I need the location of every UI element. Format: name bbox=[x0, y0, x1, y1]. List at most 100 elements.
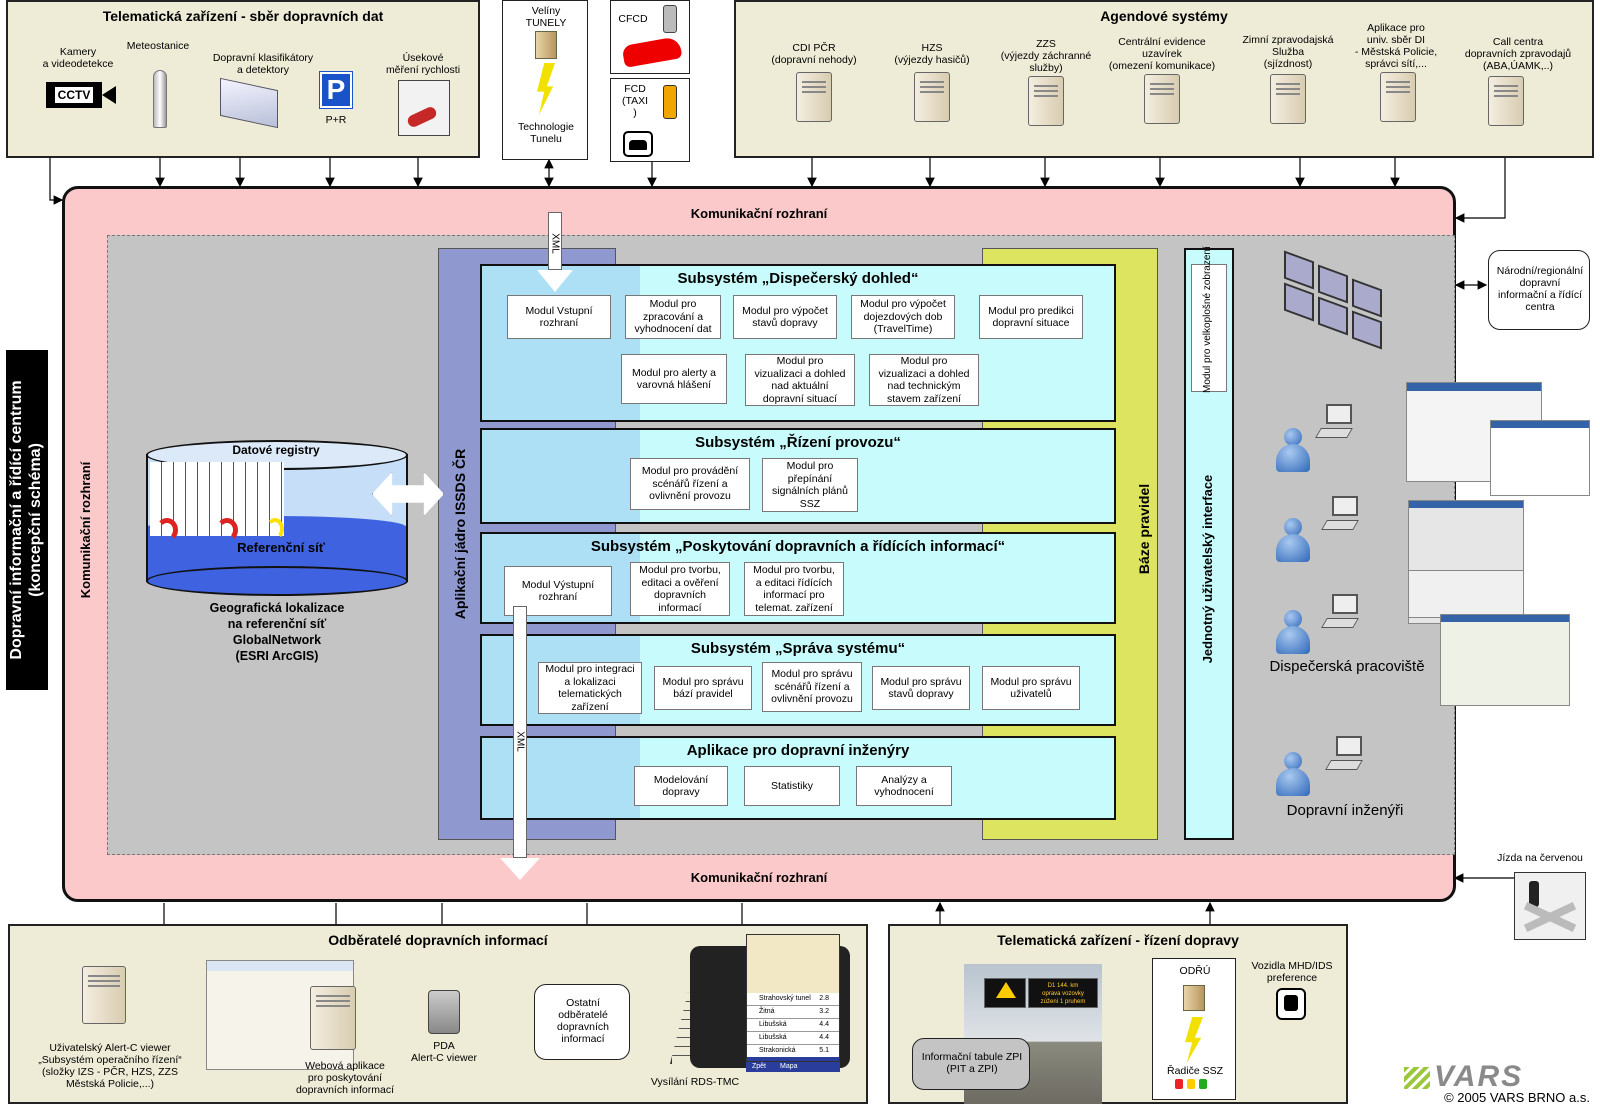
cfcd-label: CFCD bbox=[618, 13, 648, 25]
other-consumers-box: Ostatní odběratelé dopravních informací bbox=[534, 984, 630, 1060]
nav-row: Strahovský tunel 2.8 bbox=[747, 993, 839, 1006]
nav-row-name: Libušská bbox=[759, 1034, 787, 1041]
agenda-item-winter: Zimní zpravodajská Služba (sjízdnost) bbox=[1242, 34, 1334, 70]
computer-icon bbox=[1321, 496, 1360, 532]
module-statistics: Statistiky bbox=[744, 766, 840, 806]
module-rules-admin: Modul pro správu bází pravidel bbox=[654, 666, 752, 710]
nav-row: Libušská 4.4 bbox=[747, 1019, 839, 1032]
module-input-interface: Modul Vstupní rozhraní bbox=[507, 295, 611, 339]
computer-icon bbox=[1321, 594, 1360, 630]
subsystem-title: Subsystém „Poskytování dopravních a řídí… bbox=[590, 538, 1006, 555]
red-light-camera-icon bbox=[1514, 872, 1586, 940]
warning-triangle-icon bbox=[996, 982, 1016, 998]
nav-row-name: Strakonická bbox=[759, 1047, 796, 1054]
server-icon bbox=[1144, 74, 1180, 124]
control-title: Telematická zařízení - řízení dopravy bbox=[997, 932, 1239, 948]
nav-bottom-bar bbox=[747, 1057, 839, 1061]
video-wall-icon bbox=[1284, 250, 1394, 370]
server-box-icon bbox=[535, 31, 557, 59]
arrow-head bbox=[500, 858, 540, 880]
module-visualization-traffic: Modul pro vizualizaci a dohled nad aktuá… bbox=[745, 354, 855, 406]
logo-mark-icon bbox=[1404, 1067, 1430, 1090]
module-traffic-info-editing: Modul pro tvorbu, editaci a ověření dopr… bbox=[630, 562, 730, 616]
nav-row-name: Libušská bbox=[759, 1021, 787, 1028]
rules-label: Báze pravidel bbox=[1136, 483, 1152, 575]
xml-input-label: XML bbox=[549, 233, 561, 254]
signal-green bbox=[1199, 1079, 1207, 1089]
cctv-icon: CCTV bbox=[46, 82, 102, 108]
nav-back-button[interactable]: Zpět bbox=[752, 1063, 767, 1070]
module-analyses: Analýzy a vyhodnocení bbox=[856, 766, 952, 806]
geo-localization-label: Geografická lokalizace na referenční síť… bbox=[209, 601, 345, 663]
nav-map-button[interactable]: Mapa bbox=[780, 1063, 798, 1070]
module-modeling: Modelování dopravy bbox=[634, 766, 728, 806]
traffic-light-shape bbox=[1529, 881, 1539, 907]
app-core-label: Aplikační jádro ISSDS ČR bbox=[452, 448, 468, 620]
agenda-item-zzs: ZZS (výjezdy záchranné služby) bbox=[1000, 38, 1092, 74]
vms-label-box: Informační tabule ZPI (PIT a ZPI) bbox=[912, 1038, 1030, 1090]
db-bottom-ellipse bbox=[146, 566, 408, 596]
telematics-collection-panel: Telematická zařízení - sběr dopravních d… bbox=[6, 0, 480, 158]
nav-screen: Strahovský tunel 2.8 Žitná 3.2 Libušská … bbox=[746, 934, 840, 1062]
server-icon bbox=[1380, 72, 1416, 122]
monitor bbox=[1318, 296, 1348, 336]
module-traffic-state-admin: Modul pro správu stavů dopravy bbox=[872, 666, 970, 710]
module-signal-plans: Modul pro přepínání signálních plánů SSZ bbox=[762, 458, 858, 512]
agenda-item-cdi: CDI PČR (dopravní nehody) bbox=[771, 42, 857, 66]
module-control-info-editing: Modul pro tvorbu, a editaci řídících inf… bbox=[744, 562, 844, 616]
fcd-label: FCD (TAXI ) bbox=[621, 83, 649, 119]
xml-output-arrow: XML bbox=[500, 606, 540, 880]
data-registry-db: Datové registry Referenční síť bbox=[146, 440, 408, 600]
vms-sign bbox=[984, 978, 1026, 1008]
fcd-box: FCD (TAXI ) bbox=[610, 78, 690, 162]
comm-interface-left: Komunikační rozhraní bbox=[78, 461, 93, 599]
module-alerts: Modul pro alerty a varovná hlášení bbox=[621, 354, 727, 404]
speed-measurement-icon bbox=[398, 80, 450, 136]
yellow-arrow-icon bbox=[266, 518, 284, 540]
alert-c-viewer-label: Uživatelský Alert-C viewer „Subsystém op… bbox=[38, 1042, 182, 1090]
gps-device-icon bbox=[663, 85, 677, 119]
nav-row-dist: 5.1 bbox=[819, 1047, 829, 1054]
logo-text: VARS bbox=[1434, 1060, 1524, 1093]
server-box-icon bbox=[1183, 985, 1205, 1011]
speed-measurement-label: Úsekové měření rychlosti bbox=[385, 52, 461, 76]
subsystem-title: Subsystém „Správa systému“ bbox=[690, 640, 906, 657]
vms-text: D1 144. km oprava vozovky zúžení 1 pruhe… bbox=[1040, 983, 1086, 1005]
monitor bbox=[1352, 310, 1382, 350]
subsystem-title: Subsystém „Řízení provozu“ bbox=[695, 434, 901, 451]
rds-tmc-label: Vysílání RDS-TMC bbox=[650, 1076, 740, 1088]
subsystem-title: Subsystém „Dispečerský dohled“ bbox=[677, 270, 919, 287]
server-icon bbox=[914, 72, 950, 122]
red-car-icon bbox=[621, 36, 683, 68]
arrow-shaft bbox=[548, 212, 562, 270]
ui-module-label: Modul pro velkoplošné zobrazení bbox=[1202, 246, 1213, 393]
app-screenshot-map2 bbox=[1440, 614, 1570, 706]
cctv-lens-icon bbox=[102, 86, 116, 104]
arrow-head bbox=[537, 270, 573, 292]
db-reference-net: Referenční síť bbox=[237, 540, 325, 555]
ui-label: Jednotný uživatelský interface bbox=[1200, 474, 1215, 664]
vars-logo: VARS bbox=[1404, 1060, 1574, 1093]
nav-buttons: Zpět Mapa bbox=[746, 1062, 840, 1072]
engineer-person-icon bbox=[1276, 752, 1310, 798]
module-data-processing: Modul pro zpracování a vyhodnocení dat bbox=[625, 295, 721, 339]
nav-row: Žitná 3.2 bbox=[747, 1006, 839, 1019]
module-users-admin: Modul pro správu uživatelů bbox=[982, 666, 1080, 710]
parking-icon: P bbox=[319, 71, 353, 109]
nav-row-dist: 2.8 bbox=[819, 995, 829, 1002]
pda-label: PDA Alert-C viewer bbox=[411, 1040, 477, 1064]
subsystem-title: Aplikace pro dopravní inženýry bbox=[686, 742, 910, 759]
nav-row-dist: 4.4 bbox=[819, 1034, 829, 1041]
server-icon bbox=[82, 966, 126, 1024]
agenda-item-hzs: HZS (výjezdy hasičů) bbox=[894, 42, 970, 66]
xml-input-arrow: XML bbox=[537, 212, 573, 294]
panel-title: Telematická zařízení - sběr dopravních d… bbox=[102, 8, 384, 24]
odru-box: ODŘÚ Řadiče SSZ bbox=[1152, 958, 1236, 1100]
server-icon bbox=[1270, 74, 1306, 124]
red-arrows-icon bbox=[216, 518, 238, 542]
server-icon bbox=[310, 986, 356, 1050]
nav-row-name: Strahovský tunel bbox=[759, 995, 811, 1002]
signal-amber bbox=[1187, 1079, 1195, 1089]
bus-icon bbox=[1276, 988, 1306, 1020]
phone-icon bbox=[663, 5, 677, 33]
